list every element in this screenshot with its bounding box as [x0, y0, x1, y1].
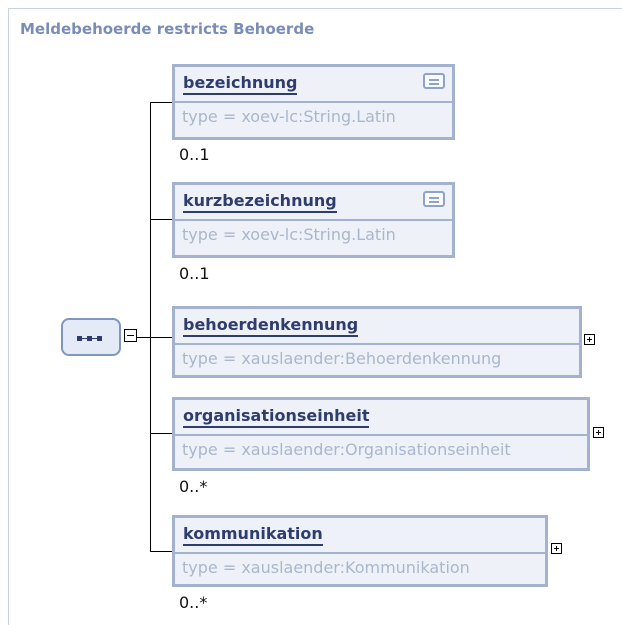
connector-branch-4: [150, 433, 172, 434]
documentation-icon: [423, 73, 445, 89]
expand-icon[interactable]: [551, 543, 562, 554]
element-name: kommunikation: [183, 524, 323, 546]
connector-spine: [150, 102, 151, 551]
element-box[interactable]: kurzbezeichnung type = xoev-lc:String.La…: [172, 182, 455, 258]
element-type: type = xoev-lc:String.Latin: [182, 225, 396, 244]
element-type: type = xauslaender:Organisationseinheit: [182, 440, 511, 459]
element-box[interactable]: kommunikation type = xauslaender:Kommuni…: [172, 515, 548, 587]
connector-branch-5: [150, 551, 172, 552]
element-box[interactable]: behoerdenkennung type = xauslaender:Beho…: [172, 306, 582, 378]
sequence-icon-dot-2: [87, 336, 92, 341]
cardinality: 0..*: [179, 477, 208, 496]
element-type: type = xauslaender:Kommunikation: [182, 558, 470, 577]
element-type: type = xoev-lc:String.Latin: [182, 107, 396, 126]
sequence-icon-link-1: [82, 338, 87, 339]
element-name: bezeichnung: [183, 73, 298, 95]
connector-branch-2: [150, 219, 172, 220]
cardinality: 0..1: [179, 145, 210, 164]
element-type: type = xauslaender:Behoerdenkennung: [182, 349, 502, 368]
collapse-icon[interactable]: [124, 329, 137, 342]
element-divider: [175, 552, 545, 554]
connector-line: [137, 337, 151, 338]
cardinality: 0..*: [179, 593, 208, 612]
documentation-icon: [423, 191, 445, 207]
element-box[interactable]: organisationseinheit type = xauslaender:…: [172, 397, 590, 471]
element-divider: [175, 434, 587, 436]
element-name: behoerdenkennung: [183, 315, 359, 337]
diagram-title: Meldebehoerde restricts Behoerde: [20, 20, 315, 38]
element-divider: [175, 343, 579, 345]
expand-icon[interactable]: [584, 334, 595, 345]
diagram-frame: [8, 8, 622, 625]
element-name: organisationseinheit: [183, 406, 370, 428]
cardinality: 0..1: [179, 264, 210, 283]
connector-branch-1: [150, 102, 172, 103]
expand-icon[interactable]: [593, 427, 604, 438]
element-divider: [175, 101, 452, 103]
element-box[interactable]: bezeichnung type = xoev-lc:String.Latin: [172, 64, 455, 140]
sequence-icon-dot-1: [77, 336, 82, 341]
sequence-icon-link-2: [92, 338, 97, 339]
connector-branch-3: [150, 337, 172, 338]
element-divider: [175, 219, 452, 221]
sequence-icon-dot-3: [97, 336, 102, 341]
sequence-compositor[interactable]: [61, 318, 121, 356]
element-name: kurzbezeichnung: [183, 191, 337, 213]
